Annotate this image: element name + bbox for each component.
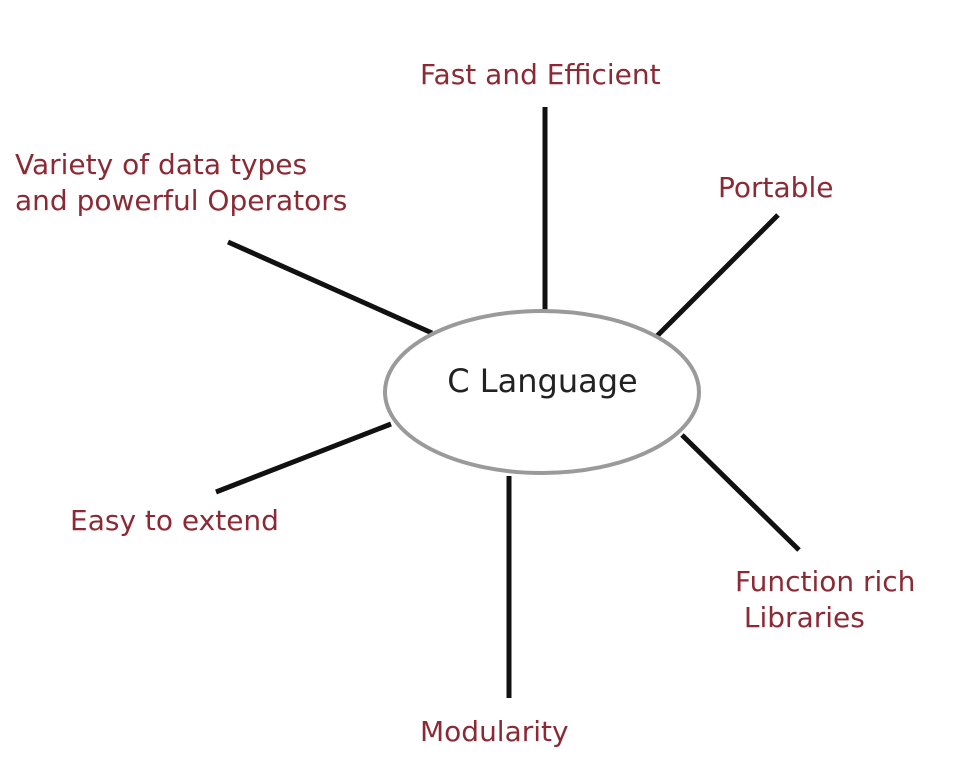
feature-label-line: Variety of data types <box>15 148 308 181</box>
connector-function <box>680 433 801 552</box>
feature-variety-of-data-types: Variety of data types and powerful Opera… <box>15 147 347 220</box>
feature-label-line: Portable <box>718 171 834 204</box>
center-node-label: C Language <box>447 362 638 400</box>
center-node-ellipse <box>383 309 701 475</box>
feature-label-line: Easy to extend <box>70 504 279 537</box>
feature-fast-and-efficient: Fast and Efficient <box>420 57 661 93</box>
connector-variety <box>226 239 434 336</box>
feature-easy-to-extend: Easy to extend <box>70 503 279 539</box>
feature-portable: Portable <box>718 170 833 206</box>
feature-label-line: Fast and Efficient <box>420 58 661 91</box>
connector-lines <box>215 107 801 698</box>
feature-modularity: Modularity <box>420 714 569 750</box>
feature-label-line: Function rich <box>735 565 916 598</box>
feature-label-line: and powerful Operators <box>15 184 348 218</box>
connector-easy <box>215 421 392 495</box>
feature-function-rich-libraries: Function rich Libraries <box>735 564 915 637</box>
feature-label-line: Libraries <box>735 601 865 635</box>
feature-label-line: Modularity <box>420 715 569 748</box>
connector-portable <box>655 213 780 338</box>
